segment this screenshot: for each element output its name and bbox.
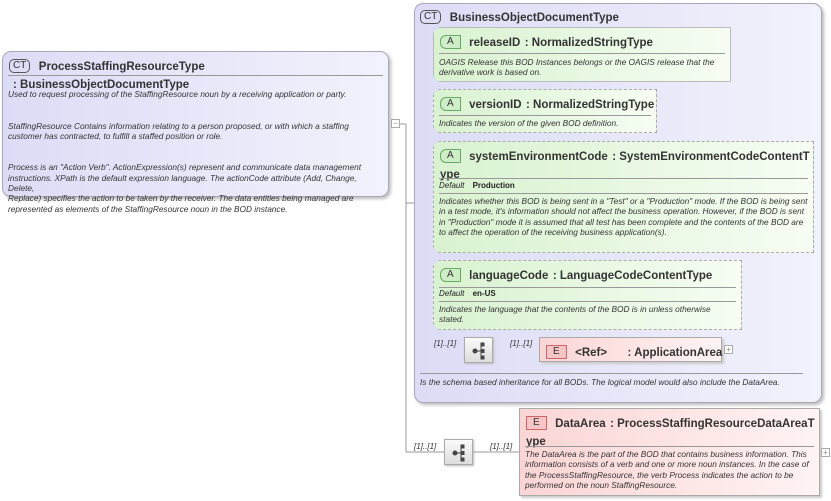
sequence-node[interactable] (444, 439, 473, 465)
type-description: Used to request processing of the Staffi… (8, 79, 383, 225)
cardinality-label: [1]..[1] (510, 339, 533, 348)
element-data-area[interactable]: E DataArea : ProcessStaffingResourceData… (519, 408, 820, 496)
base-header: CT BusinessObjectDocumentType (420, 8, 619, 26)
attribute-icon: A (440, 35, 461, 49)
element-icon: E (526, 415, 547, 430)
attribute-name: releaseID (469, 37, 521, 49)
attribute-name: systemEnvironmentCode (469, 151, 608, 163)
attribute-description: Indicates the language that the contents… (439, 304, 711, 325)
collapse-button[interactable]: − (391, 119, 400, 128)
element-name: DataArea (555, 418, 606, 430)
type-base: : BusinessObjectDocumentType (13, 79, 190, 91)
sequence-icon (472, 342, 485, 360)
attribute-release-id[interactable]: A releaseID : NormalizedStringType OAGIS… (433, 27, 731, 82)
attribute-type: : LanguageCodeContentType (552, 270, 713, 282)
attribute-name: languageCode (469, 270, 549, 282)
description-line: Used to request processing of the Staffi… (8, 89, 347, 100)
complex-type-extension-icon: CT (9, 58, 31, 73)
type-header: CT ProcessStaffingResourceType : Busines… (9, 57, 388, 93)
default-value: en-US (472, 289, 496, 298)
process-staffing-resource-type-box[interactable]: CT ProcessStaffingResourceType : Busines… (2, 51, 389, 214)
attribute-version-id[interactable]: A versionID : NormalizedStringType Indic… (433, 89, 657, 133)
element-type: : ApplicationArea (627, 347, 723, 359)
cardinality-label: [1]..[1] (490, 442, 513, 451)
attribute-language-code[interactable]: A languageCode : LanguageCodeContentType… (433, 260, 742, 330)
element-type: : ProcessStaffingResourceDataAreaType (526, 418, 815, 448)
attribute-icon: A (440, 268, 461, 282)
attribute-icon: A (440, 149, 461, 163)
attribute-system-environment-code[interactable]: A systemEnvironmentCode : SystemEnvironm… (433, 141, 814, 253)
default-value: Production (472, 181, 515, 190)
attribute-name: versionID (469, 99, 522, 111)
element-description: The DataArea is the part of the BOD that… (525, 449, 809, 491)
cardinality-label: [1]..[1] (414, 442, 437, 451)
element-ref: <Ref> (575, 347, 608, 359)
base-type-name: BusinessObjectDocumentType (449, 12, 619, 24)
expand-button[interactable]: + (724, 345, 733, 354)
description-line: StaffingResource Contains information re… (8, 120, 349, 142)
expand-button[interactable]: + (821, 448, 830, 457)
attribute-type: : NormalizedStringType (524, 37, 653, 49)
sequence-icon (452, 444, 465, 462)
complex-type-icon: CT (420, 9, 442, 24)
element-icon: E (546, 344, 567, 359)
attribute-description: Indicates the version of the given BOD d… (439, 118, 619, 128)
default-label: Default (439, 181, 465, 190)
attribute-icon: A (440, 97, 461, 111)
attribute-type: : NormalizedStringType (526, 99, 655, 111)
description-line: Process is an "Action Verb". ActionExpre… (8, 162, 361, 214)
attribute-description: Indicates whether this BOD is being sent… (439, 196, 808, 238)
element-application-area[interactable]: E <Ref> : ApplicationArea (539, 337, 722, 362)
cardinality-label: [1]..[1] (434, 339, 457, 348)
sequence-node[interactable] (464, 337, 493, 363)
base-type-description: Is the schema based inheritance for all … (420, 377, 780, 387)
type-name: ProcessStaffingResourceType (38, 61, 205, 73)
attribute-description: OAGIS Release this BOD Instances belongs… (439, 57, 715, 78)
default-label: Default (439, 289, 465, 298)
